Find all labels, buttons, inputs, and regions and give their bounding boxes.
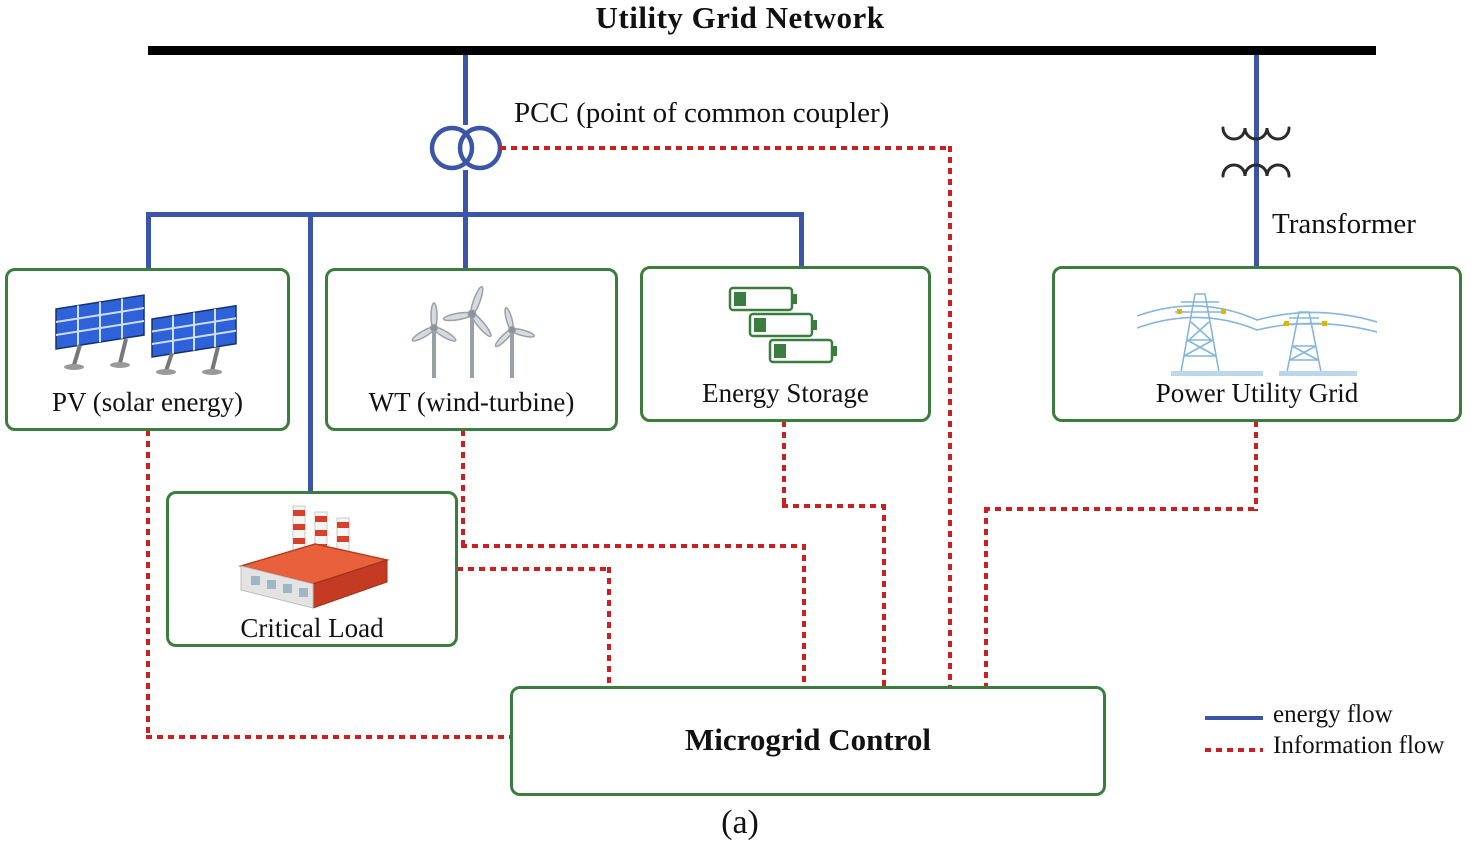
info-line-pcc-vertical xyxy=(948,146,952,686)
node-pv-label: PV (solar energy) xyxy=(52,387,243,418)
energy-line-drop-storage xyxy=(799,212,804,268)
energy-line-drop-critical-load xyxy=(308,212,313,493)
factory-icon xyxy=(227,502,397,614)
energy-line-main-horizontal xyxy=(146,212,804,217)
info-line-grid-horizontal xyxy=(984,507,1258,511)
info-line-grid-down xyxy=(1254,421,1258,511)
info-line-pcc-horizontal xyxy=(500,146,952,150)
legend-information-label: Information flow xyxy=(1273,732,1445,759)
node-wt: WT (wind-turbine) xyxy=(325,268,618,431)
info-line-pv-to-control xyxy=(146,735,512,739)
legend-energy-line xyxy=(1205,716,1263,720)
solar-panel-icon xyxy=(48,279,248,388)
info-line-storage-horizontal xyxy=(782,504,886,508)
info-line-wt-down xyxy=(461,430,465,548)
node-grid-label: Power Utility Grid xyxy=(1155,378,1359,409)
figure-caption: (a) xyxy=(721,804,759,841)
node-load-label: Critical Load xyxy=(240,613,384,643)
info-line-pv-down xyxy=(146,430,150,738)
energy-line-drop-pv xyxy=(146,212,151,270)
info-line-wt-horizontal xyxy=(461,544,806,548)
wind-turbine-icon xyxy=(392,279,552,388)
node-control-label: Microgrid Control xyxy=(685,721,931,757)
utility-grid-bus-bar xyxy=(148,46,1376,55)
energy-line-bus-to-pcc xyxy=(463,55,468,125)
transmission-towers-icon xyxy=(1137,277,1377,379)
info-line-grid-to-control xyxy=(984,507,988,686)
node-wt-label: WT (wind-turbine) xyxy=(368,387,575,418)
transformer-coils-icon xyxy=(1198,104,1318,204)
info-line-load-horizontal xyxy=(457,567,611,571)
legend-information-line xyxy=(1205,748,1263,752)
node-control: Microgrid Control xyxy=(510,686,1106,796)
coupler-circles-icon xyxy=(424,121,508,175)
pcc-label: PCC (point of common coupler) xyxy=(514,97,890,129)
legend-energy-label: energy flow xyxy=(1273,701,1393,728)
info-line-storage-down xyxy=(782,421,786,508)
transformer-label: Transformer xyxy=(1272,208,1416,240)
energy-line-pcc-to-main xyxy=(463,170,468,216)
energy-line-drop-wt xyxy=(463,212,468,270)
node-load: Critical Load xyxy=(166,491,458,647)
node-storage-label: Energy Storage xyxy=(702,378,869,409)
node-pv: PV (solar energy) xyxy=(5,268,290,431)
info-line-storage-to-control xyxy=(882,504,886,686)
node-grid: Power Utility Grid xyxy=(1052,266,1462,422)
node-storage: Energy Storage xyxy=(640,266,931,422)
battery-stack-icon xyxy=(716,277,856,379)
info-line-wt-to-control xyxy=(802,544,806,686)
energy-line-bus-to-grid xyxy=(1254,55,1259,268)
diagram-title: Utility Grid Network xyxy=(595,0,885,35)
info-line-load-to-control xyxy=(607,567,611,686)
